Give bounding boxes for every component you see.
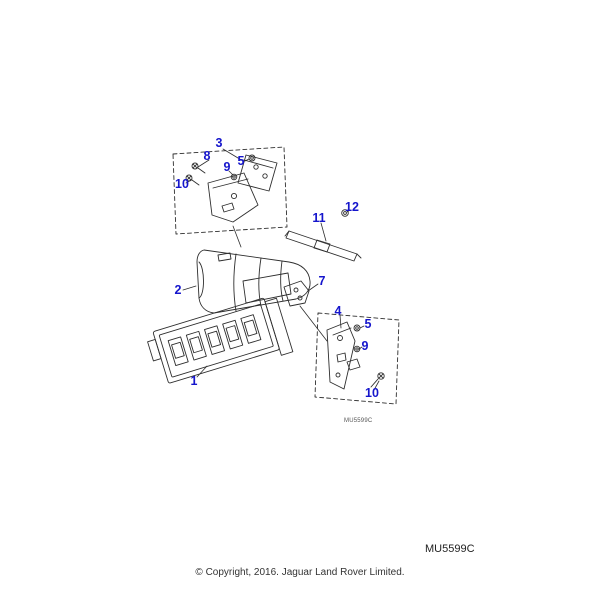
- callout-11: 11: [312, 210, 326, 225]
- callout-1: 1: [190, 373, 198, 388]
- top-bracket-assembly: [172, 146, 288, 235]
- callout-9-right: 9: [361, 338, 369, 353]
- washer-5-right-icon: [353, 324, 361, 332]
- callout-10-right: 10: [365, 385, 379, 400]
- screw-10-right-icon: [370, 372, 385, 388]
- bracket-plate-4: [326, 321, 356, 390]
- nut-9-right-icon: [353, 345, 361, 353]
- switch-slot: [240, 314, 262, 344]
- callout-8: 8: [203, 148, 211, 163]
- switch-slot: [185, 330, 207, 361]
- detail-box-top: [172, 146, 288, 235]
- callout-12: 12: [345, 199, 359, 214]
- bracket-7: [283, 280, 310, 307]
- callout-10-top: 10: [175, 176, 189, 191]
- switch-panel-1: [147, 297, 294, 384]
- callout-4: 4: [334, 303, 342, 318]
- callout-9-top: 9: [223, 159, 231, 174]
- screw-8-icon: [191, 162, 206, 174]
- leader-lines: [182, 148, 380, 391]
- detail-box-right: [314, 312, 400, 405]
- diagram-inline-code: MU5599C: [344, 418, 373, 424]
- callout-7: 7: [318, 273, 326, 288]
- diagram-code-label: MU5599C: [425, 543, 475, 555]
- copyright-text: © Copyright, 2016. Jaguar Land Rover Lim…: [195, 567, 405, 578]
- callout-5-right: 5: [364, 316, 372, 331]
- callout-2: 2: [174, 282, 182, 297]
- washer-5-left-icon: [248, 154, 256, 162]
- switch-slot: [222, 319, 244, 350]
- switch-slot: [204, 325, 225, 355]
- callout-5-top: 5: [237, 153, 245, 168]
- mount-plate-top: [207, 172, 259, 223]
- switch-slot: [167, 336, 189, 367]
- support-rail-11: [284, 230, 362, 262]
- nut-12-icon: [341, 209, 349, 217]
- clip-icon: [346, 358, 361, 371]
- callout-3: 3: [215, 135, 223, 150]
- nut-9-left-icon: [230, 173, 238, 181]
- right-bracket-assembly: [314, 312, 400, 405]
- heater-drum-2: [196, 249, 311, 314]
